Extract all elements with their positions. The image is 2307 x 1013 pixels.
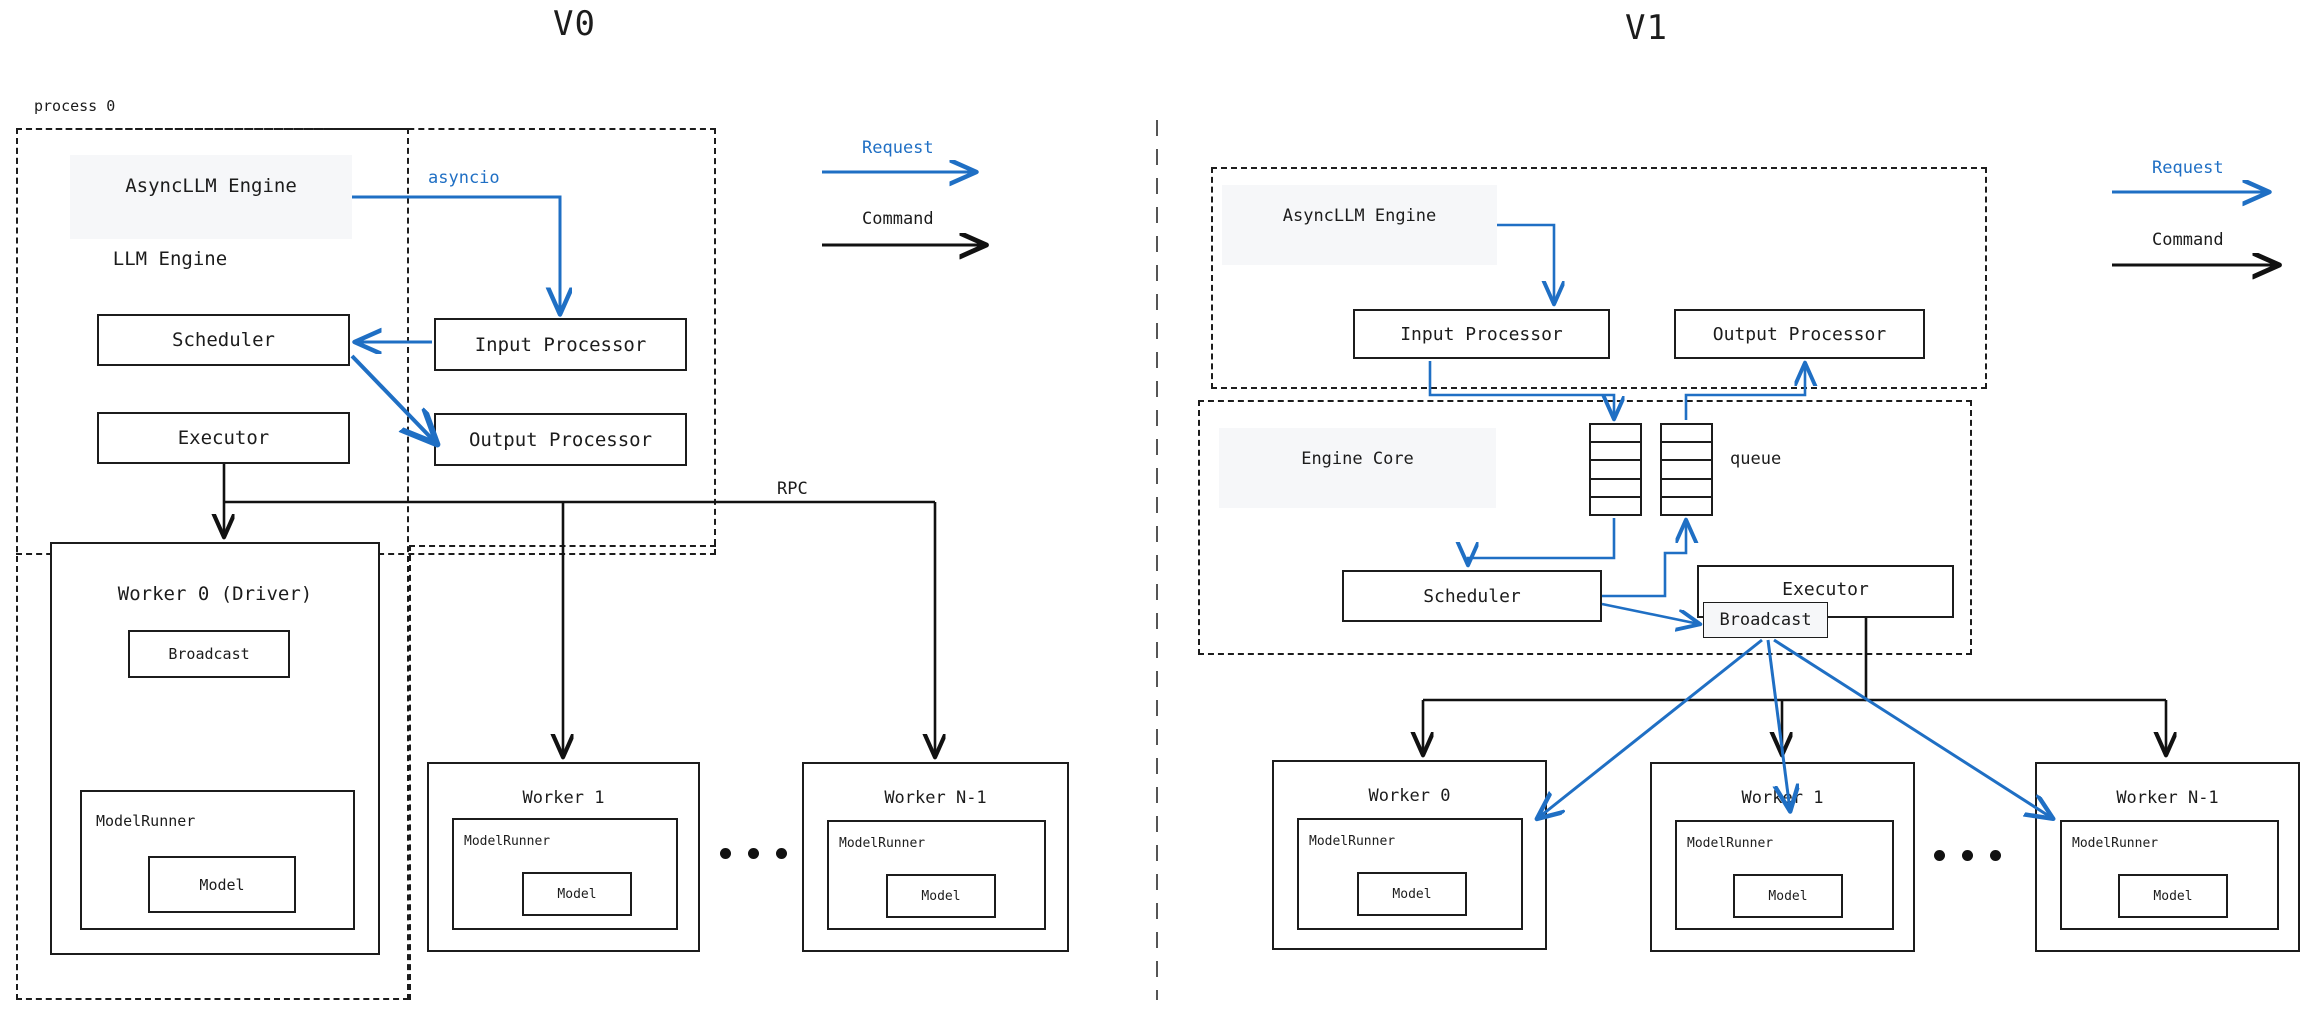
v0-worker1-label: Worker 1 xyxy=(522,788,605,808)
v1-worker0-label: Worker 0 xyxy=(1368,786,1451,806)
v0-asyncllm-engine-label: AsyncLLM Engine xyxy=(125,175,297,197)
v0-worker0-broadcast-box[interactable]: Broadcast xyxy=(128,630,290,678)
v1-input-processor-box[interactable]: Input Processor xyxy=(1353,309,1610,359)
v0-worker0-modelrunner-label: ModelRunner xyxy=(96,812,196,830)
v0-asyncllm-engine-shade xyxy=(70,155,352,239)
v1-worker0-modelrunner-label: ModelRunner xyxy=(1309,834,1396,849)
v0-worker1-model-box[interactable]: Model xyxy=(522,872,632,916)
v0-boundary-left-edge xyxy=(16,128,18,1000)
v0-executor-box[interactable]: Executor xyxy=(97,412,350,464)
v1-asyncllm-engine-label: AsyncLLM Engine xyxy=(1282,206,1437,226)
v1-engine-core-shade xyxy=(1219,428,1496,508)
v1-output-processor-box[interactable]: Output Processor xyxy=(1674,309,1925,359)
v1-queue-output[interactable] xyxy=(1660,423,1713,516)
v0-workerN-model-box[interactable]: Model xyxy=(886,874,996,918)
v1-engine-core-label: Engine Core xyxy=(1301,449,1414,469)
v1-workerN-label: Worker N-1 xyxy=(2116,788,2219,808)
v1-legend-command-label: Command xyxy=(2152,230,2224,250)
v1-broadcast-box[interactable]: Broadcast xyxy=(1703,602,1828,638)
v0-worker0-model-box[interactable]: Model xyxy=(148,856,296,913)
v1-worker1-label: Worker 1 xyxy=(1741,788,1824,808)
v0-input-processor-box[interactable]: Input Processor xyxy=(434,318,687,371)
v1-scheduler-box[interactable]: Scheduler xyxy=(1342,570,1602,622)
v0-rpc-label: RPC xyxy=(777,479,808,499)
v0-llm-engine-label: LLM Engine xyxy=(112,248,228,270)
v0-scheduler-box[interactable]: Scheduler xyxy=(97,314,350,366)
v1-workerN-modelrunner-label: ModelRunner xyxy=(2072,836,2159,851)
v1-asyncllm-engine-shade xyxy=(1222,185,1497,265)
v0-worker-ellipsis xyxy=(720,848,787,859)
panel-title-v0: V0 xyxy=(553,4,596,44)
v1-queue-label: queue xyxy=(1730,449,1782,469)
v1-workerN-model-box[interactable]: Model xyxy=(2118,874,2228,918)
v0-asyncio-label: asyncio xyxy=(428,168,500,188)
v0-worker0-label: Worker 0 (Driver) xyxy=(117,583,313,605)
v0-workerN-label: Worker N-1 xyxy=(884,788,987,808)
v1-worker0-model-box[interactable]: Model xyxy=(1357,872,1467,916)
v0-workerN-modelrunner-label: ModelRunner xyxy=(839,836,926,851)
v1-queue-input[interactable] xyxy=(1589,423,1642,516)
v0-legend-command-label: Command xyxy=(862,209,934,229)
v1-worker1-model-box[interactable]: Model xyxy=(1733,874,1843,918)
panel-title-v1: V1 xyxy=(1625,8,1668,48)
v0-legend-request-label: Request xyxy=(862,138,934,158)
v0-process-label: process 0 xyxy=(34,97,116,115)
v1-worker1-modelrunner-label: ModelRunner xyxy=(1687,836,1774,851)
v0-worker1-modelrunner-label: ModelRunner xyxy=(464,834,551,849)
v0-output-processor-box[interactable]: Output Processor xyxy=(434,413,687,466)
v1-legend-request-label: Request xyxy=(2152,158,2224,178)
v1-worker-ellipsis xyxy=(1934,850,2001,861)
